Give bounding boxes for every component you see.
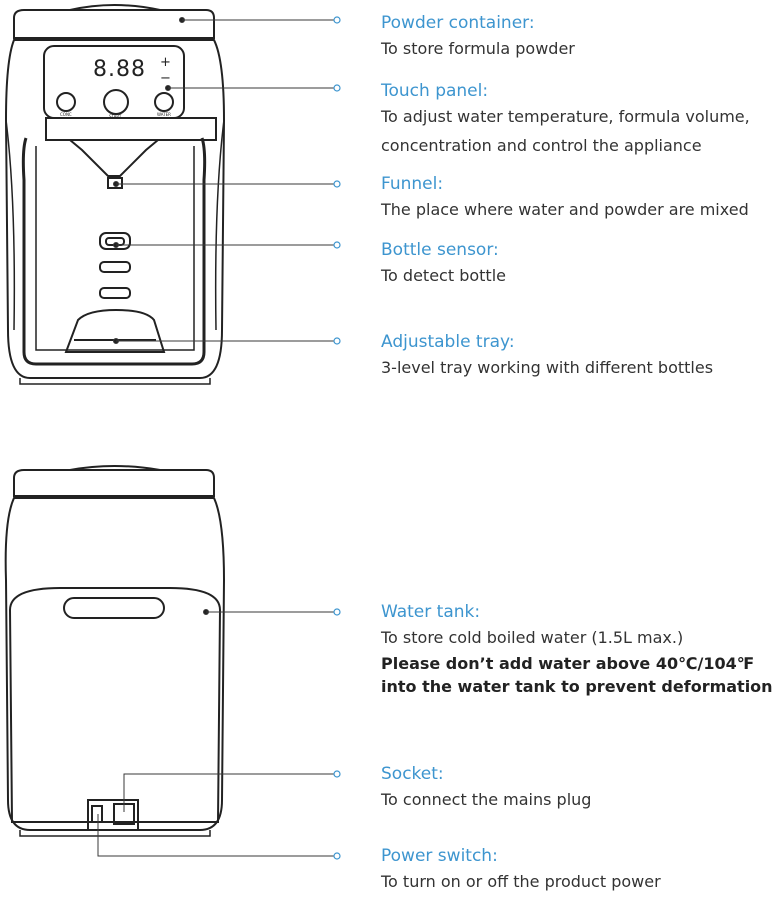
front-body (4, 39, 226, 379)
back-body (4, 497, 226, 831)
warning-text: into the water tank to prevent deformati… (381, 677, 773, 696)
minus-button: − (160, 71, 171, 86)
adjustable-tray (64, 308, 166, 353)
callout-endpoints (333, 16, 341, 860)
water-button: WATER (157, 112, 171, 117)
water-tank (8, 587, 222, 823)
back-view (4, 465, 226, 837)
funnel (69, 139, 159, 177)
callout-title: Power switch: (381, 846, 498, 866)
callout-desc: concentration and control the appliance (381, 136, 702, 155)
callout-desc: To adjust water temperature, formula vol… (381, 107, 750, 126)
plus-button: + (160, 55, 171, 70)
callout-title: Water tank: (381, 602, 481, 622)
callout-title: Adjustable tray: (381, 332, 515, 352)
callout-title: Bottle sensor: (381, 240, 499, 260)
callout-adjustable-tray: Adjustable tray: 3-level tray working wi… (381, 331, 713, 382)
callout-title: Socket: (381, 764, 444, 784)
callout-socket: Socket: To connect the mains plug (381, 763, 591, 814)
callout-desc: To detect bottle (381, 266, 506, 285)
start-button: START (109, 114, 122, 119)
callout-title: Funnel: (381, 174, 444, 194)
callout-touch-panel: Touch panel: To adjust water temperature… (381, 80, 750, 160)
rear-plate (87, 799, 139, 831)
warning-text: Please don’t add water above 40℃/104℉ (381, 654, 755, 673)
callout-lines (97, 17, 334, 857)
conc-button: CONC (60, 112, 72, 117)
callout-power-switch: Power switch: To turn on or off the prod… (381, 845, 661, 896)
callout-bottle-sensor: Bottle sensor: To detect bottle (381, 239, 506, 290)
callout-title: Powder container: (381, 13, 535, 33)
panel-display: 8.88 (93, 57, 146, 82)
bottle-sensor (99, 232, 131, 250)
callout-funnel: Funnel: The place where water and powder… (381, 173, 749, 224)
powder-container-lid (13, 9, 215, 39)
callout-water-tank: Water tank: To store cold boiled water (… (381, 601, 773, 698)
callout-powder-container: Powder container: To store formula powde… (381, 12, 575, 63)
callout-desc: To connect the mains plug (381, 790, 592, 809)
callout-title: Touch panel: (381, 81, 489, 101)
power-switch (91, 805, 103, 823)
callout-desc: To store formula powder (381, 39, 575, 58)
callout-desc: 3-level tray working with different bott… (381, 358, 714, 377)
callout-desc: The place where water and powder are mix… (381, 200, 749, 219)
callout-desc: To turn on or off the product power (381, 872, 661, 891)
tank-handle (63, 597, 165, 619)
front-view: 8.88 + − CONC START WATER (4, 4, 226, 385)
callout-desc: To store cold boiled water (1.5L max.) (381, 628, 684, 647)
